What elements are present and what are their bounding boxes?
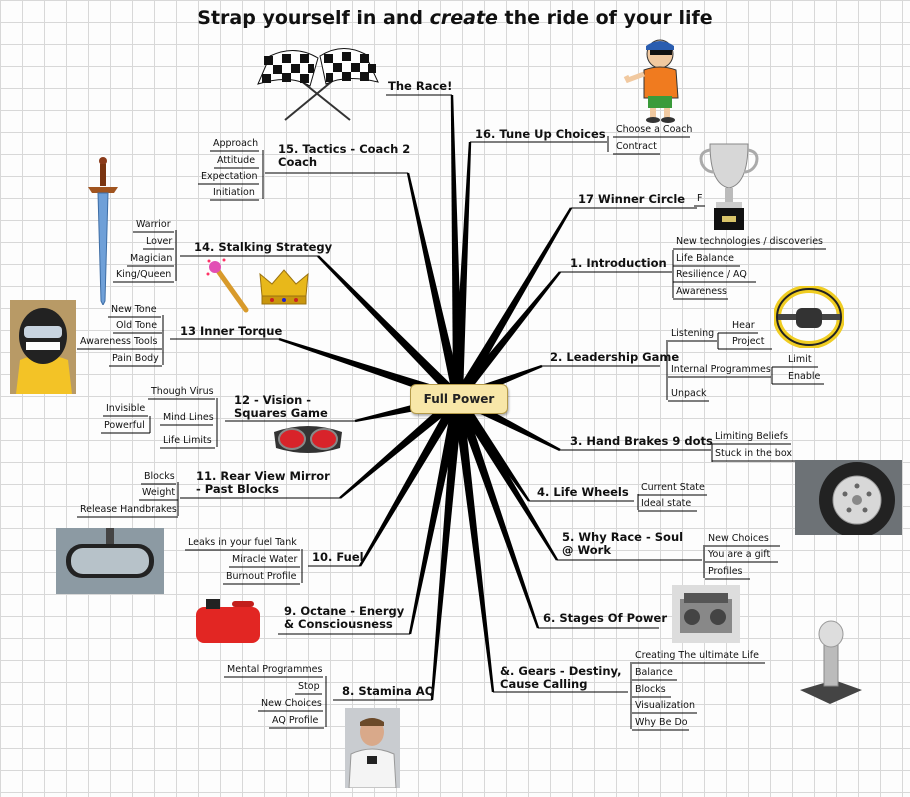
leaf-current-state[interactable]: Current State: [641, 482, 705, 493]
branch-the-race[interactable]: The Race!: [388, 79, 453, 93]
leaf-stuck-in-the-box[interactable]: Stuck in the box: [715, 448, 792, 459]
leaf-pain-body[interactable]: Pain Body: [112, 353, 159, 364]
leaf-awareness-tools[interactable]: Awareness Tools: [80, 336, 158, 347]
engine-icon: [672, 585, 740, 643]
leaf-hear[interactable]: Hear: [732, 320, 755, 331]
leaf-old-tone[interactable]: Old Tone: [116, 320, 158, 331]
leaf-why-be-do[interactable]: Why Be Do: [635, 717, 688, 728]
leaf-aq-profile[interactable]: AQ Profile: [272, 715, 319, 726]
tire-wheel-icon: [795, 460, 902, 535]
coach-cartoon-icon: [623, 39, 679, 123]
leaf-new-choices[interactable]: New Choices: [708, 533, 769, 544]
leaf-creating-the-ultimate-life[interactable]: Creating The ultimate Life: [635, 650, 759, 661]
leaf-magician[interactable]: Magician: [130, 253, 173, 264]
leaf-though-virus[interactable]: Though Virus: [151, 386, 214, 397]
branch-17-winner-circle[interactable]: 17 Winner Circle: [578, 192, 686, 206]
checkered-flags-icon: [257, 48, 379, 121]
leaf-miracle-water[interactable]: Miracle Water: [232, 554, 298, 565]
leaf-ideal-state[interactable]: Ideal state: [641, 498, 692, 509]
leaf-resilience-aq[interactable]: Resilience / AQ: [676, 269, 747, 280]
leaf-leaks-in-your-fuel-tank[interactable]: Leaks in your fuel Tank: [188, 537, 297, 548]
leaf-new-choices[interactable]: New Choices: [261, 698, 322, 709]
leaf-mind-lines[interactable]: Mind Lines: [163, 412, 214, 423]
page-title: Strap yourself in and create the ride of…: [197, 7, 713, 29]
branch-5-why-race-soul-work[interactable]: 5. Why Race - Soul @ Work: [562, 530, 684, 557]
leaf-balance[interactable]: Balance: [635, 667, 673, 678]
goggles-icon: [274, 426, 342, 453]
leaf-choose-a-coach[interactable]: Choose a Coach: [616, 124, 693, 135]
leaf-release-handbrakes[interactable]: Release Handbrakes: [80, 504, 177, 515]
trophy-icon: [699, 143, 759, 230]
branch-8-stamina-aq[interactable]: 8. Stamina AQ: [342, 684, 435, 698]
branch-15-tactics-coach-2-coach[interactable]: 15. Tactics - Coach 2 Coach: [278, 142, 411, 169]
leaf-enable[interactable]: Enable: [788, 371, 821, 382]
branch-6-stages-of-power[interactable]: 6. Stages Of Power: [543, 611, 668, 625]
branch-16-tune-up-choices[interactable]: 16. Tune Up Choices: [475, 127, 606, 141]
leaf-expectation[interactable]: Expectation: [201, 171, 258, 182]
leaf-mental-programmes[interactable]: Mental Programmes: [227, 664, 323, 675]
steering-wheel-icon: [774, 286, 844, 348]
leaf-king-queen[interactable]: King/Queen: [116, 269, 172, 280]
race-driver-icon: [345, 708, 400, 788]
leaf-listening[interactable]: Listening: [671, 328, 715, 339]
leaf-warrior[interactable]: Warrior: [136, 219, 171, 230]
leaf-blocks[interactable]: Blocks: [635, 684, 666, 695]
leaf-new-tone[interactable]: New Tone: [111, 304, 157, 315]
leaf-initiation[interactable]: Initiation: [213, 187, 255, 198]
rear-view-mirror-icon: [56, 528, 164, 594]
leaf-limiting-beliefs[interactable]: Limiting Beliefs: [715, 431, 789, 442]
branch-gears-destiny-cause-calling[interactable]: &. Gears - Destiny, Cause Calling: [500, 664, 622, 691]
branch-3-hand-brakes-9-dots[interactable]: 3. Hand Brakes 9 dots: [570, 434, 713, 448]
leaf-invisible[interactable]: Invisible: [106, 403, 146, 414]
leaf-contract[interactable]: Contract: [616, 141, 657, 152]
leaf-approach[interactable]: Approach: [213, 138, 259, 149]
leaf-new-technologies-discoveries[interactable]: New technologies / discoveries: [676, 236, 824, 247]
fuel-can-icon: [196, 599, 260, 643]
branch-1-introduction[interactable]: 1. Introduction: [570, 256, 667, 270]
leaf-weight[interactable]: Weight: [142, 487, 176, 498]
leaf-powerful[interactable]: Powerful: [104, 420, 145, 431]
leaf-stop[interactable]: Stop: [298, 681, 320, 692]
leaf-life-balance[interactable]: Life Balance: [676, 253, 735, 264]
leaf-project[interactable]: Project: [732, 336, 765, 347]
leaf-visualization[interactable]: Visualization: [635, 700, 696, 711]
branch-13-inner-torque[interactable]: 13 Inner Torque: [180, 324, 283, 338]
branch-2-leadership-game[interactable]: 2. Leadership Game: [550, 350, 680, 364]
leaf-limit[interactable]: Limit: [788, 354, 812, 365]
branch-9-octane-energy-consciousness[interactable]: 9. Octane - Energy & Consciousness: [284, 604, 405, 631]
leaf-burnout-profile[interactable]: Burnout Profile: [226, 571, 297, 582]
branch-10-fuel[interactable]: 10. Fuel: [312, 550, 364, 564]
branch-14-stalking-strategy[interactable]: 14. Stalking Strategy: [194, 240, 333, 254]
leaf-internal-programmes[interactable]: Internal Programmes: [671, 364, 771, 375]
sword-icon: [88, 157, 118, 305]
leaf-attitude[interactable]: Attitude: [217, 155, 256, 166]
leaf-profiles[interactable]: Profiles: [708, 566, 743, 577]
leaf-unpack[interactable]: Unpack: [671, 388, 707, 399]
leaf-life-limits[interactable]: Life Limits: [163, 435, 212, 446]
branch-12-vision-squares-game[interactable]: 12 - Vision - Squares Game: [234, 393, 328, 420]
central-node-full-power[interactable]: Full Power: [410, 384, 508, 414]
driver-helmet-icon: [10, 300, 76, 394]
leaf-awareness[interactable]: Awareness: [676, 286, 728, 297]
gear-shift-icon: [800, 620, 862, 704]
leaf-lover[interactable]: Lover: [146, 236, 173, 247]
leaf-f[interactable]: F: [697, 193, 703, 204]
magic-wand-icon: [206, 258, 249, 313]
leaf-you-are-a-gift[interactable]: You are a gift: [708, 549, 771, 560]
branch-11-rear-view-mirror-past-blocks[interactable]: 11. Rear View Mirror - Past Blocks: [196, 469, 330, 496]
branch-4-life-wheels[interactable]: 4. Life Wheels: [537, 485, 629, 499]
leaf-blocks[interactable]: Blocks: [144, 471, 175, 482]
crown-icon: [259, 269, 309, 305]
